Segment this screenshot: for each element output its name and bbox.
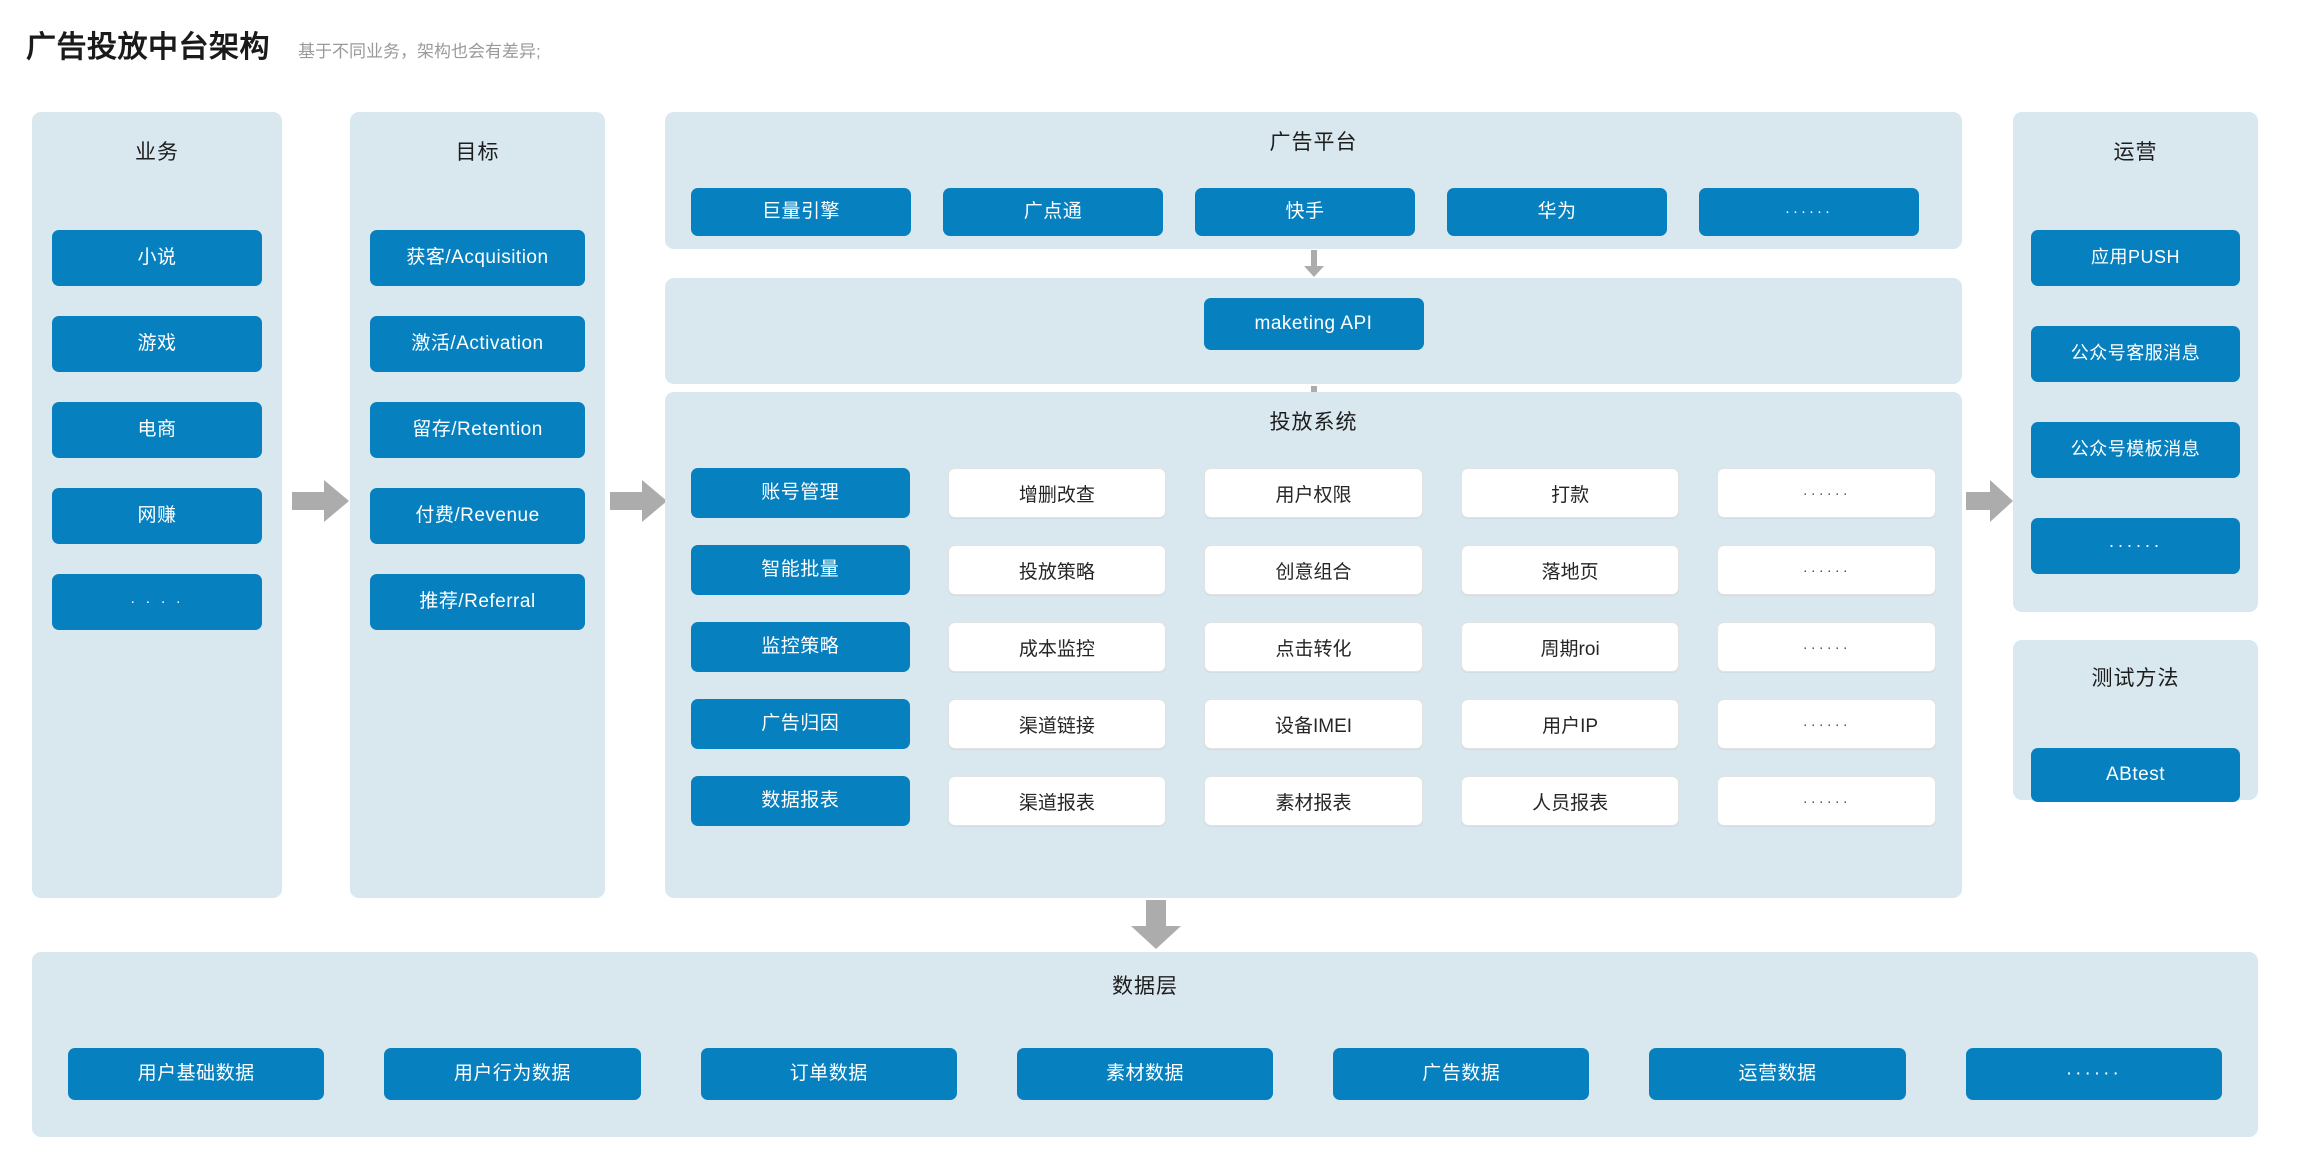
system-row-0-item-0[interactable]: 增删改查 <box>947 468 1167 518</box>
panel-data-layer-title: 数据层 <box>1112 975 1178 998</box>
business-item-4-more[interactable]: · · · · <box>52 574 262 630</box>
system-row-4: 数据报表 渠道报表 素材报表 人员报表 ······ <box>691 776 1937 826</box>
panel-operations: 运营 应用PUSH 公众号客服消息 公众号模板消息 ······ <box>2013 112 2258 612</box>
system-row-0-module[interactable]: 账号管理 <box>691 468 910 518</box>
system-row-0-item-1[interactable]: 用户权限 <box>1204 468 1423 518</box>
system-row-4-item-0[interactable]: 渠道报表 <box>947 776 1167 826</box>
system-row-4-module[interactable]: 数据报表 <box>691 776 910 826</box>
testing-item-list: ABtest <box>2031 748 2240 802</box>
operations-item-3-more[interactable]: ······ <box>2031 518 2240 574</box>
system-row-3-item-1[interactable]: 设备IMEI <box>1204 699 1423 749</box>
ad-platform-item-1[interactable]: 广点通 <box>943 188 1163 236</box>
page-title: 广告投放中台架构 <box>26 31 270 64</box>
data-layer-item-2[interactable]: 订单数据 <box>700 1048 957 1100</box>
system-row-4-item-3-more[interactable]: ······ <box>1717 776 1937 826</box>
operations-item-list: 应用PUSH 公众号客服消息 公众号模板消息 ······ <box>2031 230 2240 574</box>
ad-platform-item-3[interactable]: 华为 <box>1447 188 1667 236</box>
system-row-2-item-1[interactable]: 点击转化 <box>1204 622 1423 672</box>
panel-api-layer: maketing API <box>665 278 1962 384</box>
arrow-system-to-data-layer <box>1130 900 1182 950</box>
system-row-2-module[interactable]: 监控策略 <box>691 622 910 672</box>
data-layer-item-1[interactable]: 用户行为数据 <box>384 1048 641 1100</box>
operations-item-1[interactable]: 公众号客服消息 <box>2031 326 2240 382</box>
data-layer-item-0[interactable]: 用户基础数据 <box>68 1048 325 1100</box>
goal-item-4[interactable]: 推荐/Referral <box>370 574 585 630</box>
panel-business: 业务 小说 游戏 电商 网赚 · · · · <box>32 112 282 898</box>
diagram-header: 广告投放中台架构 基于不同业务，架构也会有差异; <box>26 22 541 66</box>
goal-item-2[interactable]: 留存/Retention <box>370 402 585 458</box>
system-row-1: 智能批量 投放策略 创意组合 落地页 ······ <box>691 545 1937 595</box>
system-row-2: 监控策略 成本监控 点击转化 周期roi ······ <box>691 622 1937 672</box>
panel-operations-title: 运营 <box>2113 141 2158 164</box>
arrow-business-to-goal <box>292 478 350 524</box>
system-row-3: 广告归因 渠道链接 设备IMEI 用户IP ······ <box>691 699 1937 749</box>
ad-platform-item-2[interactable]: 快手 <box>1195 188 1415 236</box>
goal-item-3[interactable]: 付费/Revenue <box>370 488 585 544</box>
goal-item-1[interactable]: 激活/Activation <box>370 316 585 372</box>
panel-ad-platform-title: 广告平台 <box>1269 131 1358 154</box>
data-layer-item-list: 用户基础数据 用户行为数据 订单数据 素材数据 广告数据 运营数据 ······ <box>68 1048 2222 1100</box>
panel-data-layer: 数据层 用户基础数据 用户行为数据 订单数据 素材数据 广告数据 运营数据 ··… <box>32 952 2258 1137</box>
system-row-0-item-2[interactable]: 打款 <box>1460 468 1680 518</box>
panel-ad-platform: 广告平台 巨量引擎 广点通 快手 华为 ······ <box>665 112 1962 249</box>
panel-goal-title: 目标 <box>455 141 500 164</box>
panel-testing-method-title: 测试方法 <box>2091 667 2180 690</box>
business-item-1[interactable]: 游戏 <box>52 316 262 372</box>
system-row-1-item-3-more[interactable]: ······ <box>1717 545 1937 595</box>
data-layer-item-3[interactable]: 素材数据 <box>1016 1048 1274 1100</box>
arrow-goal-to-system <box>610 478 668 524</box>
data-layer-item-4[interactable]: 广告数据 <box>1333 1048 1590 1100</box>
ad-platform-item-4-more[interactable]: ······ <box>1699 188 1919 236</box>
goal-item-list: 获客/Acquisition 激活/Activation 留存/Retentio… <box>370 230 585 630</box>
system-row-0: 账号管理 增删改查 用户权限 打款 ······ <box>691 468 1937 518</box>
arrow-platform-to-api <box>1303 250 1325 278</box>
panel-business-title: 业务 <box>135 141 179 164</box>
system-row-4-item-2[interactable]: 人员报表 <box>1460 776 1680 826</box>
system-row-1-module[interactable]: 智能批量 <box>691 545 910 595</box>
panel-delivery-system: 投放系统 账号管理 增删改查 用户权限 打款 ······ 智能批量 投放策略 … <box>665 392 1962 898</box>
system-row-1-item-2[interactable]: 落地页 <box>1460 545 1680 595</box>
data-layer-item-6-more[interactable]: ······ <box>1965 1048 2222 1100</box>
system-row-2-item-2[interactable]: 周期roi <box>1460 622 1680 672</box>
system-row-3-item-2[interactable]: 用户IP <box>1460 699 1680 749</box>
system-row-1-item-0[interactable]: 投放策略 <box>947 545 1167 595</box>
operations-item-2[interactable]: 公众号模板消息 <box>2031 422 2240 478</box>
panel-goal: 目标 获客/Acquisition 激活/Activation 留存/Reten… <box>350 112 605 898</box>
system-row-0-item-3-more[interactable]: ······ <box>1717 468 1937 518</box>
system-row-3-item-3-more[interactable]: ······ <box>1717 699 1937 749</box>
ad-platform-item-list: 巨量引擎 广点通 快手 华为 ······ <box>691 188 1919 236</box>
goal-item-0[interactable]: 获客/Acquisition <box>370 230 585 286</box>
business-item-2[interactable]: 电商 <box>52 402 262 458</box>
data-layer-item-5[interactable]: 运营数据 <box>1649 1048 1906 1100</box>
ad-platform-item-0[interactable]: 巨量引擎 <box>691 188 911 236</box>
api-chip-maketing-api[interactable]: maketing API <box>1203 298 1424 350</box>
system-row-3-item-0[interactable]: 渠道链接 <box>947 699 1167 749</box>
business-item-list: 小说 游戏 电商 网赚 · · · · <box>52 230 262 630</box>
system-row-1-item-1[interactable]: 创意组合 <box>1204 545 1423 595</box>
system-row-2-item-0[interactable]: 成本监控 <box>947 622 1167 672</box>
business-item-3[interactable]: 网赚 <box>52 488 262 544</box>
panel-testing-method: 测试方法 ABtest <box>2013 640 2258 802</box>
system-row-3-module[interactable]: 广告归因 <box>691 699 910 749</box>
business-item-0[interactable]: 小说 <box>52 230 262 286</box>
testing-item-0-abtest[interactable]: ABtest <box>2031 748 2240 802</box>
arrow-system-to-operations <box>1966 478 2014 524</box>
panel-delivery-system-title: 投放系统 <box>1269 411 1358 434</box>
delivery-system-grid: 账号管理 增删改查 用户权限 打款 ······ 智能批量 投放策略 创意组合 … <box>691 468 1937 826</box>
system-row-2-item-3-more[interactable]: ······ <box>1717 622 1937 672</box>
operations-item-0[interactable]: 应用PUSH <box>2031 230 2240 286</box>
system-row-4-item-1[interactable]: 素材报表 <box>1204 776 1423 826</box>
page-subtitle: 基于不同业务，架构也会有差异; <box>298 42 541 61</box>
